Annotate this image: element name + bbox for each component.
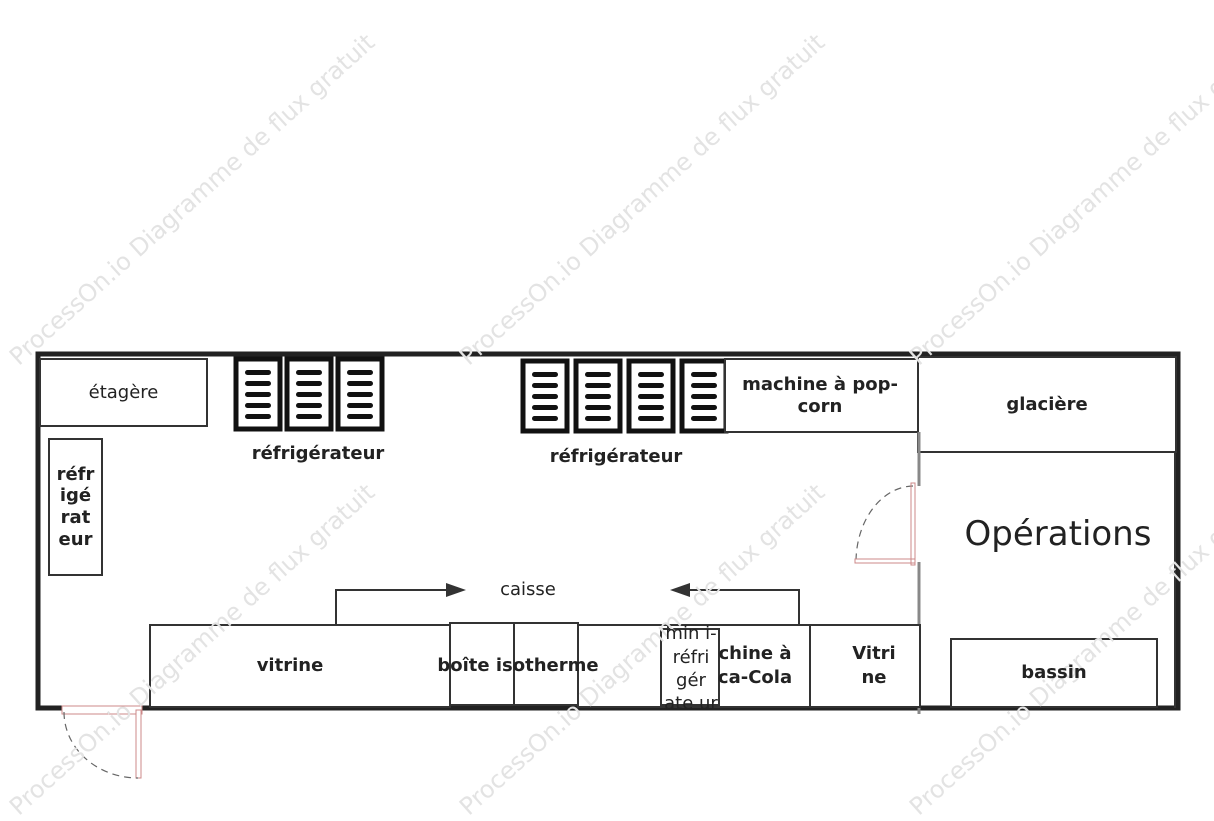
fridge-group-1-label: réfrigérateur <box>251 443 385 465</box>
caisse-arrow-right-path <box>690 589 800 625</box>
mini-fridge-label: min i-réfri gér ate ur <box>664 623 718 715</box>
inner-door-leaf <box>854 558 916 564</box>
fridge-group-2-label: réfrigérateur <box>549 446 683 468</box>
popcorn-box <box>724 358 919 433</box>
operations-label: Opérations <box>964 513 1152 554</box>
vitrine-box <box>149 624 451 708</box>
popcorn-label: machine à pop-corn <box>742 373 898 417</box>
glaciere-label: glacière <box>1006 393 1088 415</box>
glaciere-box <box>917 356 1177 453</box>
fridge-unit-icon <box>284 356 334 432</box>
bassin-label: bassin <box>1021 662 1087 684</box>
vitrine2-label: Vitri ne <box>852 642 896 688</box>
bassin-box <box>950 638 1158 708</box>
fridge-unit-icon <box>233 356 283 432</box>
fridge-unit-icon <box>573 358 623 434</box>
vitrine-label: vitrine <box>256 655 324 677</box>
entrance-door-leaf <box>135 709 142 779</box>
caisse-arrow-left-head <box>446 583 466 597</box>
boite-isotherme-label: boîte isotherme <box>437 655 599 677</box>
cooler-box-a <box>449 622 515 706</box>
inner-door-jamb <box>910 482 916 566</box>
fridge-unit-icon <box>679 358 729 434</box>
etagere-box <box>39 358 208 427</box>
caisse-label: caisse <box>500 579 556 601</box>
vitrine2-box <box>809 624 921 708</box>
inner-door-swing <box>855 485 914 563</box>
mini-fridge-box <box>660 628 720 706</box>
caisse-arrow-left-path <box>335 589 448 625</box>
coca-label: chine à ca-Cola <box>717 642 793 688</box>
fridge-unit-icon <box>520 358 570 434</box>
fridge-group-1 <box>233 356 385 432</box>
left-fridge-label: réfr igé rat eur <box>56 463 95 550</box>
fridge-unit-icon <box>626 358 676 434</box>
entrance-door-threshold <box>61 705 143 715</box>
counter-gap-box <box>577 624 669 708</box>
cooler-box-b <box>513 622 579 706</box>
etagere-label: étagère <box>88 381 159 403</box>
left-fridge-box <box>48 438 103 576</box>
fridge-group-2 <box>520 358 729 434</box>
caisse-arrow-right-head <box>670 583 690 597</box>
fridge-unit-icon <box>335 356 385 432</box>
entrance-door-swing <box>63 711 139 779</box>
